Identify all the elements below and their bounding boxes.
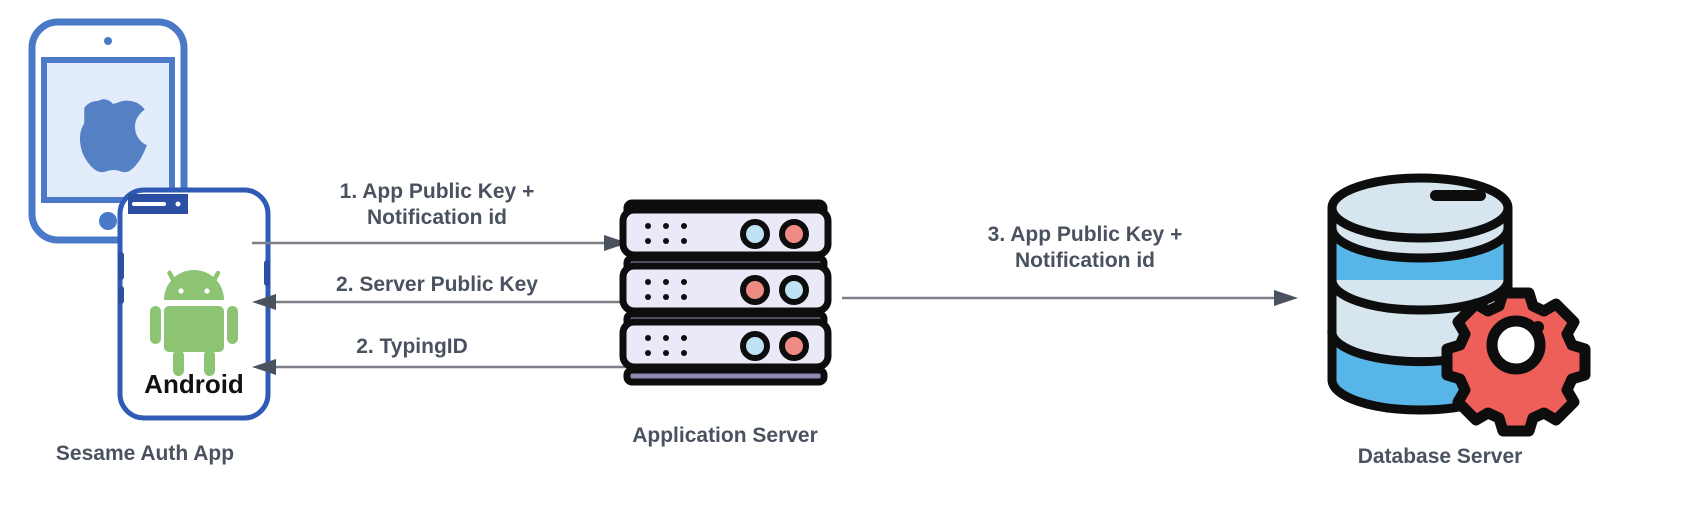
caption-sesame-auth-app: Sesame Auth App [55, 442, 235, 465]
arrow-3-label: 2. TypingID [356, 335, 468, 358]
arrow-2-label: 2. Server Public Key [336, 273, 538, 296]
caption-database-server: Database Server [1357, 445, 1523, 468]
arrow-4-label: 3. App Public Key + Notification id [987, 223, 1183, 273]
server-unit-3 [619, 310, 832, 386]
android-label: Android [144, 369, 244, 399]
server-unit-2 [619, 254, 832, 315]
node-database-server[interactable] [1290, 160, 1591, 437]
arrow-2 [250, 287, 630, 317]
node-sesame-auth-app[interactable]: Android [10, 8, 280, 423]
arrow-1-label: 1. App Public Key + Notification id [339, 180, 535, 230]
server-unit-1 [619, 199, 832, 259]
server-rack-icon [619, 199, 832, 386]
android-phone-icon: Android [117, 187, 271, 421]
arrow-4 [840, 283, 1300, 313]
caption-application-server: Application Server [632, 424, 818, 447]
node-application-server[interactable] [618, 196, 833, 396]
gear-icon [1441, 287, 1591, 437]
arrow-3 [250, 352, 630, 382]
apple-phone-icon [28, 18, 188, 244]
arrow-1 [250, 228, 630, 258]
